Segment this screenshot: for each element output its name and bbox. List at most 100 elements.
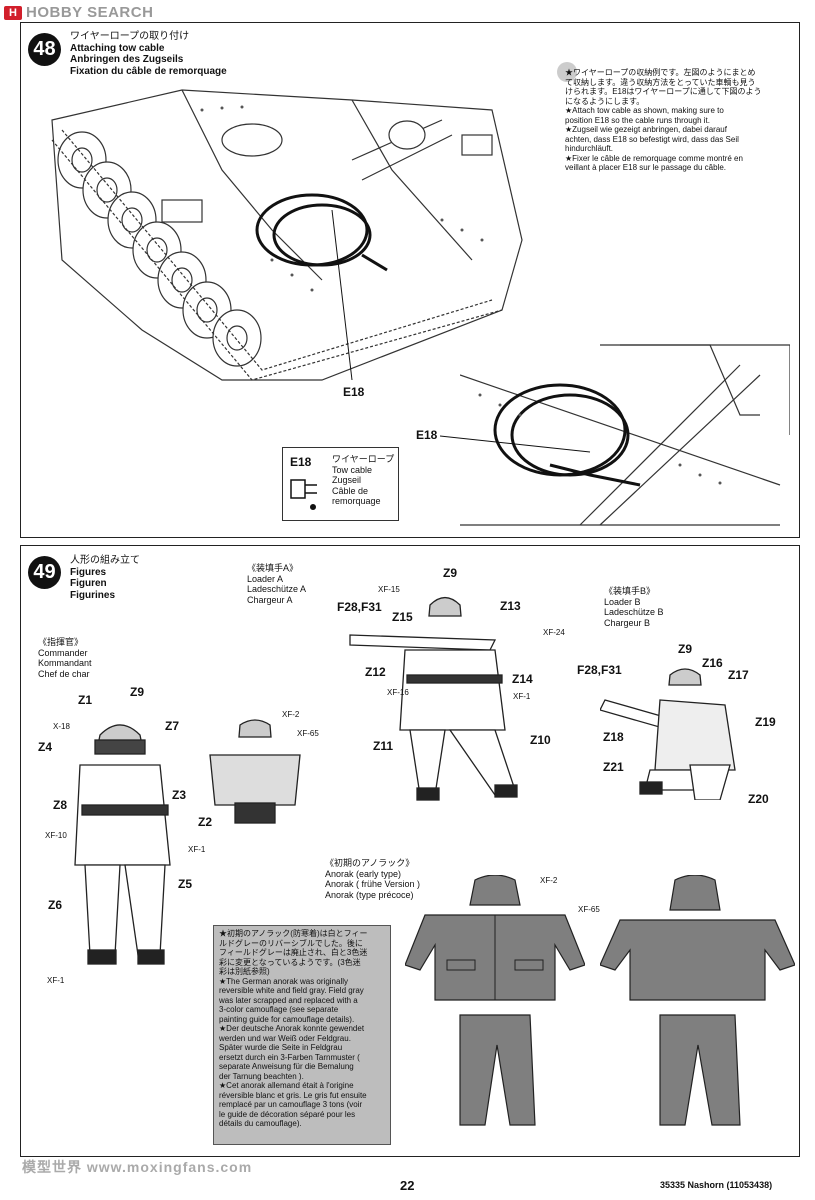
page-number: 22 <box>400 1178 415 1193</box>
tow-cable-caption-box <box>282 447 399 521</box>
step-48-title-en: Attaching tow cable <box>70 42 165 54</box>
label-la-z12: Z12 <box>365 665 386 679</box>
label-lb-z18: Z18 <box>603 730 624 744</box>
note-line: ★Zugseil wie gezeigt anbringen, dabei da… <box>565 125 727 134</box>
label-z7: Z7 <box>165 719 180 733</box>
anorak-fr: Anorak (type précoce) <box>325 889 414 900</box>
anorak-note-line: separate Anweisung für die Bemalung <box>219 1062 354 1071</box>
step-48-title-fr: Fixation du câble de remorquage <box>70 65 227 77</box>
label-lb-z21: Z21 <box>603 760 624 774</box>
commander-de: Kommandant <box>38 658 92 668</box>
label-lb-z20: Z20 <box>748 792 769 806</box>
label-la-xf16: XF-16 <box>387 688 409 697</box>
label-z6: Z6 <box>48 898 63 912</box>
anorak-note-line: ersetzt durch ein 3-Farben Tarnmuster ( <box>219 1052 360 1062</box>
step-49-number: 49 <box>28 556 61 589</box>
loader-b-fr: Chargeur B <box>604 617 651 628</box>
note-line: veillant à placer E18 sur le passage du … <box>565 163 726 172</box>
anorak-en: Anorak (early type) <box>325 868 402 879</box>
part-label-e18: E18 <box>343 385 365 399</box>
label-lb-z16: Z16 <box>702 656 723 670</box>
part-label-e18-detail: E18 <box>416 428 438 442</box>
anorak-back-drawing <box>600 875 795 1126</box>
label-back-xf65: XF-65 <box>297 729 319 738</box>
step-48-number: 48 <box>28 33 61 66</box>
anorak-note-line: remplacé par un camouflage 3 tons (voir <box>219 1100 363 1109</box>
label-lb-z9: Z9 <box>678 642 693 656</box>
note-star-icon <box>557 62 577 82</box>
tow-cable-labels: ワイヤーロープ Tow cable Zugseil Câble de remor… <box>332 454 394 507</box>
loader-b-figure <box>600 668 736 800</box>
loader-a-heading: 《装填手A》 Loader A Ladeschütze A Chargeur A <box>247 563 306 605</box>
loader-b-heading: 《装填手B》 Loader B Ladeschütze B Chargeur B <box>604 586 664 628</box>
logo-icon: H <box>4 5 22 20</box>
anorak-front-drawing <box>405 875 585 1126</box>
anorak-note-line: ★初期のアノラック(防寒着)は白とフィー <box>219 929 368 938</box>
step-48-title-de: Anbringen des Zugseils <box>70 54 184 65</box>
step-49-title-fr: Figurines <box>70 589 116 601</box>
label-z5: Z5 <box>178 877 193 891</box>
note-line: て収納します。違う収納方法をとっていた車輌も見う <box>565 77 756 87</box>
label-lb-f28: F28,F31 <box>577 663 622 677</box>
note-line: ★Attach tow cable as shown, making sure … <box>565 106 724 115</box>
step-49-title: 人形の組み立て Figures Figuren Figurines <box>70 555 140 601</box>
product-code: 35335 Nashorn (11053438) <box>660 1180 773 1190</box>
anorak-jp: 《初期のアノラック》 <box>325 858 415 868</box>
anorak-note-line: ルドグレーのリバーシブルでした。後に <box>219 938 363 948</box>
label-la-z9: Z9 <box>443 566 458 580</box>
tow-cable-fr2: remorquage <box>332 496 381 506</box>
note-line: position E18 so the cable runs through i… <box>565 115 710 125</box>
note-line: ★ワイヤーロープの収納例です。左図のようにまとめ <box>565 68 756 77</box>
anorak-de: Anorak ( frühe Version ) <box>325 879 421 889</box>
label-lb-z19: Z19 <box>755 715 776 729</box>
tow-cable-fr1: Câble de <box>332 485 369 496</box>
note-line: hindurchläuft. <box>565 144 614 153</box>
anorak-note-line: 3-color camouflage (see separate <box>219 1005 339 1014</box>
e18-part-icon <box>290 479 317 510</box>
note-line: achten, dass E18 so befestigt wird, dass… <box>565 134 739 144</box>
step-49-title-en: Figures <box>70 566 107 578</box>
label-x18: X-18 <box>53 722 70 731</box>
watermark: 模型世界 www.moxingfans.com <box>22 1159 253 1175</box>
label-z8: Z8 <box>53 798 68 812</box>
label-xf1: XF-1 <box>47 976 65 985</box>
label-lb-z17: Z17 <box>728 668 749 682</box>
anorak-note-line: フィールドグレーは廃止され、白と3色迷 <box>219 948 368 957</box>
label-la-z10: Z10 <box>530 733 551 747</box>
loader-a-de: Ladeschütze A <box>247 584 307 594</box>
cable-detail-drawing <box>460 344 790 526</box>
label-la-xf24: XF-24 <box>543 628 565 637</box>
label-la-xf1: XF-1 <box>513 692 531 701</box>
label-z3: Z3 <box>172 788 187 802</box>
step-48-title: ワイヤーロープの取り付け Attaching tow cable Anbring… <box>70 31 227 77</box>
anorak-note-line: réversible blanc et gris. Le gris fut en… <box>219 1090 367 1100</box>
loader-b-en: Loader B <box>604 596 641 607</box>
label-back-xf1: XF-1 <box>188 845 206 854</box>
label-z4: Z4 <box>38 740 53 754</box>
step-49-title-de: Figuren <box>70 578 107 589</box>
anorak-note-line: reversible white and field gray. Field g… <box>219 986 364 995</box>
tow-cable-de: Zugseil <box>332 475 362 485</box>
anorak-note-box: ★初期のアノラック(防寒着)は白とフィー ルドグレーのリバーシブルでした。後に … <box>213 925 391 1145</box>
logo-text: HOBBY SEARCH <box>26 4 154 21</box>
anorak-note-line: ★The German anorak was originally <box>219 976 349 986</box>
loader-b-jp: 《装填手B》 <box>604 586 656 596</box>
loader-a-en: Loader A <box>247 573 284 584</box>
label-z9: Z9 <box>130 685 145 699</box>
commander-figure <box>74 724 171 965</box>
label-la-z14: Z14 <box>512 672 533 686</box>
loader-a-jp: 《装填手A》 <box>247 563 299 573</box>
label-la-z11: Z11 <box>373 739 394 753</box>
anorak-note-line: ★Cet anorak allemand était à l'origine <box>219 1081 354 1090</box>
label-back-xf2: XF-2 <box>282 710 300 719</box>
label-la-xf15: XF-15 <box>378 585 400 594</box>
loader-a-figure <box>349 596 518 801</box>
back-view-figure <box>209 719 301 824</box>
note-line: けられます。E18はワイヤーロープに通して下図のよう <box>565 87 762 96</box>
anorak-note-line: le guide de décoration séparé pour les <box>219 1109 356 1119</box>
anorak-note-line: détails du camouflage). <box>219 1119 302 1128</box>
label-xf10: XF-10 <box>45 831 67 840</box>
site-logo[interactable]: H HOBBY SEARCH <box>4 4 153 21</box>
leader-line-e18-detail <box>440 435 591 453</box>
note-line: ★Fixer le câble de remorquage comme mont… <box>565 153 743 163</box>
